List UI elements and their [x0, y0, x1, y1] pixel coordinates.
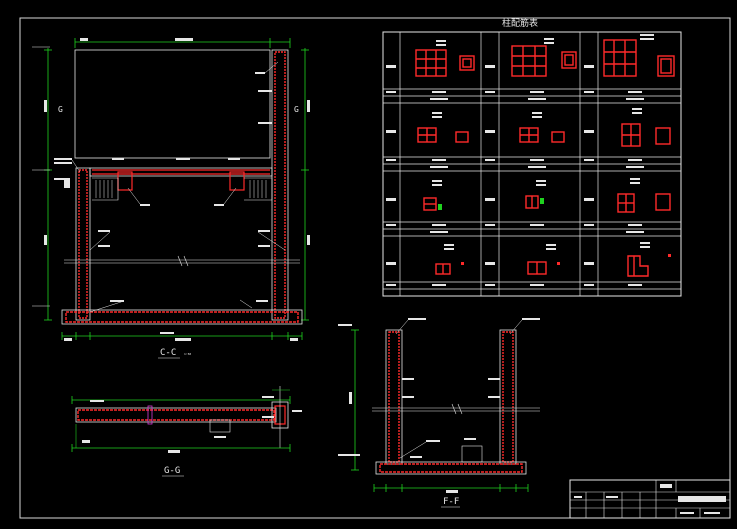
- title-block: [569, 479, 731, 519]
- cut-mark-g-right: G: [294, 105, 299, 114]
- cut-mark-g-left: G: [58, 105, 63, 114]
- section-label-gg: G-G: [164, 466, 180, 476]
- sheet-border: [19, 17, 731, 519]
- section-label-cc: C-C: [160, 348, 176, 358]
- section-ff: F-F: [338, 318, 540, 508]
- section-gg: G-G: [71, 386, 302, 477]
- column-reinforcement-table: 柱配筋表: [382, 17, 682, 297]
- table-title: 柱配筋表: [502, 17, 538, 29]
- scale-note-cc: 1:50: [184, 352, 191, 356]
- section-label-ff: F-F: [443, 497, 459, 507]
- section-cc: G G C-C 1:50: [32, 38, 310, 359]
